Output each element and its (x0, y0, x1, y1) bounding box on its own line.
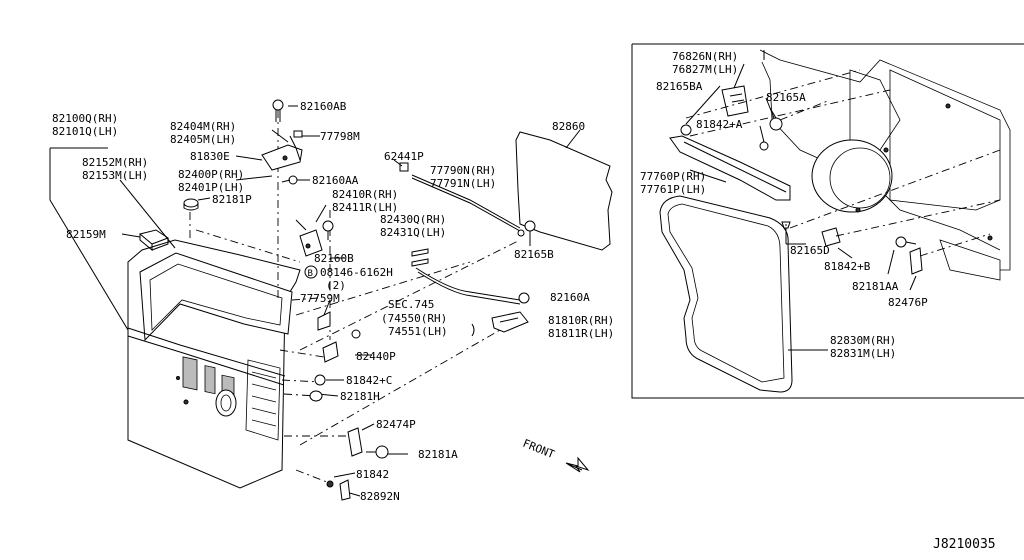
label-82410R: 82410R(RH) (332, 188, 398, 201)
alignment-lines-main (189, 110, 521, 485)
svg-text:B: B (308, 269, 313, 279)
label-82165BA: 82165BA (656, 80, 703, 93)
cable-parts (393, 159, 530, 333)
label-81811R: 81811R(LH) (548, 327, 614, 340)
label-08146-qty: (2) (326, 279, 346, 292)
label-82860: 82860 (552, 120, 585, 133)
label-81842A: 81842+A (696, 118, 743, 131)
label-82401P: 82401P(LH) (178, 181, 244, 194)
label-front: FRONT (521, 437, 557, 462)
label-77759M: 77759M (300, 292, 340, 305)
label-82474P: 82474P (376, 418, 416, 431)
label-82431Q: 82431Q(LH) (380, 226, 446, 239)
front-direction-arrow (565, 456, 590, 473)
label-82181AA: 82181AA (852, 280, 899, 293)
label-82400P: 82400P(RH) (178, 168, 244, 181)
label-82404M: 82404M(RH) (170, 120, 236, 133)
label-81842: 81842 (356, 468, 389, 481)
label-82831M: 82831M(LH) (830, 347, 896, 360)
label-81830E: 81830E (190, 150, 230, 163)
part-labels: 82100Q(RH) 82101Q(LH) 82152M(RH) 82153M(… (52, 50, 996, 552)
label-77791N: 77791N(LH) (430, 177, 496, 190)
label-82181A: 82181A (418, 448, 458, 461)
label-82160AB: 82160AB (300, 100, 347, 113)
label-82405M: 82405M(LH) (170, 133, 236, 146)
label-77790N: 77790N(RH) (430, 164, 496, 177)
bracket-close-74551 (471, 323, 475, 337)
label-82430Q: 82430Q(RH) (380, 213, 446, 226)
label-82152M: 82152M(RH) (82, 156, 148, 169)
label-82101Q: 82101Q(LH) (52, 125, 118, 138)
label-82160B: 82160B (314, 252, 354, 265)
label-82830M: 82830M(RH) (830, 334, 896, 347)
label-62441P: 62441P (384, 150, 424, 163)
inset-detail-box (631, 43, 1024, 399)
label-74551: 74551(LH) (388, 325, 448, 338)
label-82159M: 82159M (66, 228, 106, 241)
label-82411R: 82411R(LH) (332, 201, 398, 214)
label-82160A: 82160A (550, 291, 590, 304)
label-81810R: 81810R(RH) (548, 314, 614, 327)
label-82160AA: 82160AA (312, 174, 359, 187)
trim-panel-82860 (515, 129, 613, 251)
label-81842B: 81842+B (824, 260, 871, 273)
label-82181H: 82181H (340, 390, 380, 403)
circled-b-symbol: B (304, 265, 318, 279)
label-82181P: 82181P (212, 193, 252, 206)
label-82153M: 82153M(LH) (82, 169, 148, 182)
label-76826N: 76826N(RH) (672, 50, 738, 63)
label-82440P: 82440P (356, 350, 396, 363)
label-77760P: 77760P(RH) (640, 170, 706, 183)
label-76827M: 76827M(LH) (672, 63, 738, 76)
label-77798M: 77798M (320, 130, 360, 143)
label-82165D: 82165D (790, 244, 830, 257)
back-door-panel (127, 198, 301, 489)
label-74550: (74550(RH) (381, 312, 447, 325)
label-08146-6162H: 08146-6162H (320, 266, 393, 279)
label-82476P: 82476P (888, 296, 928, 309)
label-77761P: 77761P(LH) (640, 183, 706, 196)
label-82165B: 82165B (514, 248, 554, 261)
diagram-id: J8210035 (933, 537, 996, 552)
hardware-parts-main (261, 99, 389, 501)
label-82100Q: 82100Q(RH) (52, 112, 118, 125)
label-sec745: SEC.745 (388, 298, 434, 311)
label-82165A: 82165A (766, 91, 806, 104)
label-82892N: 82892N (360, 490, 400, 503)
label-81842C: 81842+C (346, 374, 392, 387)
